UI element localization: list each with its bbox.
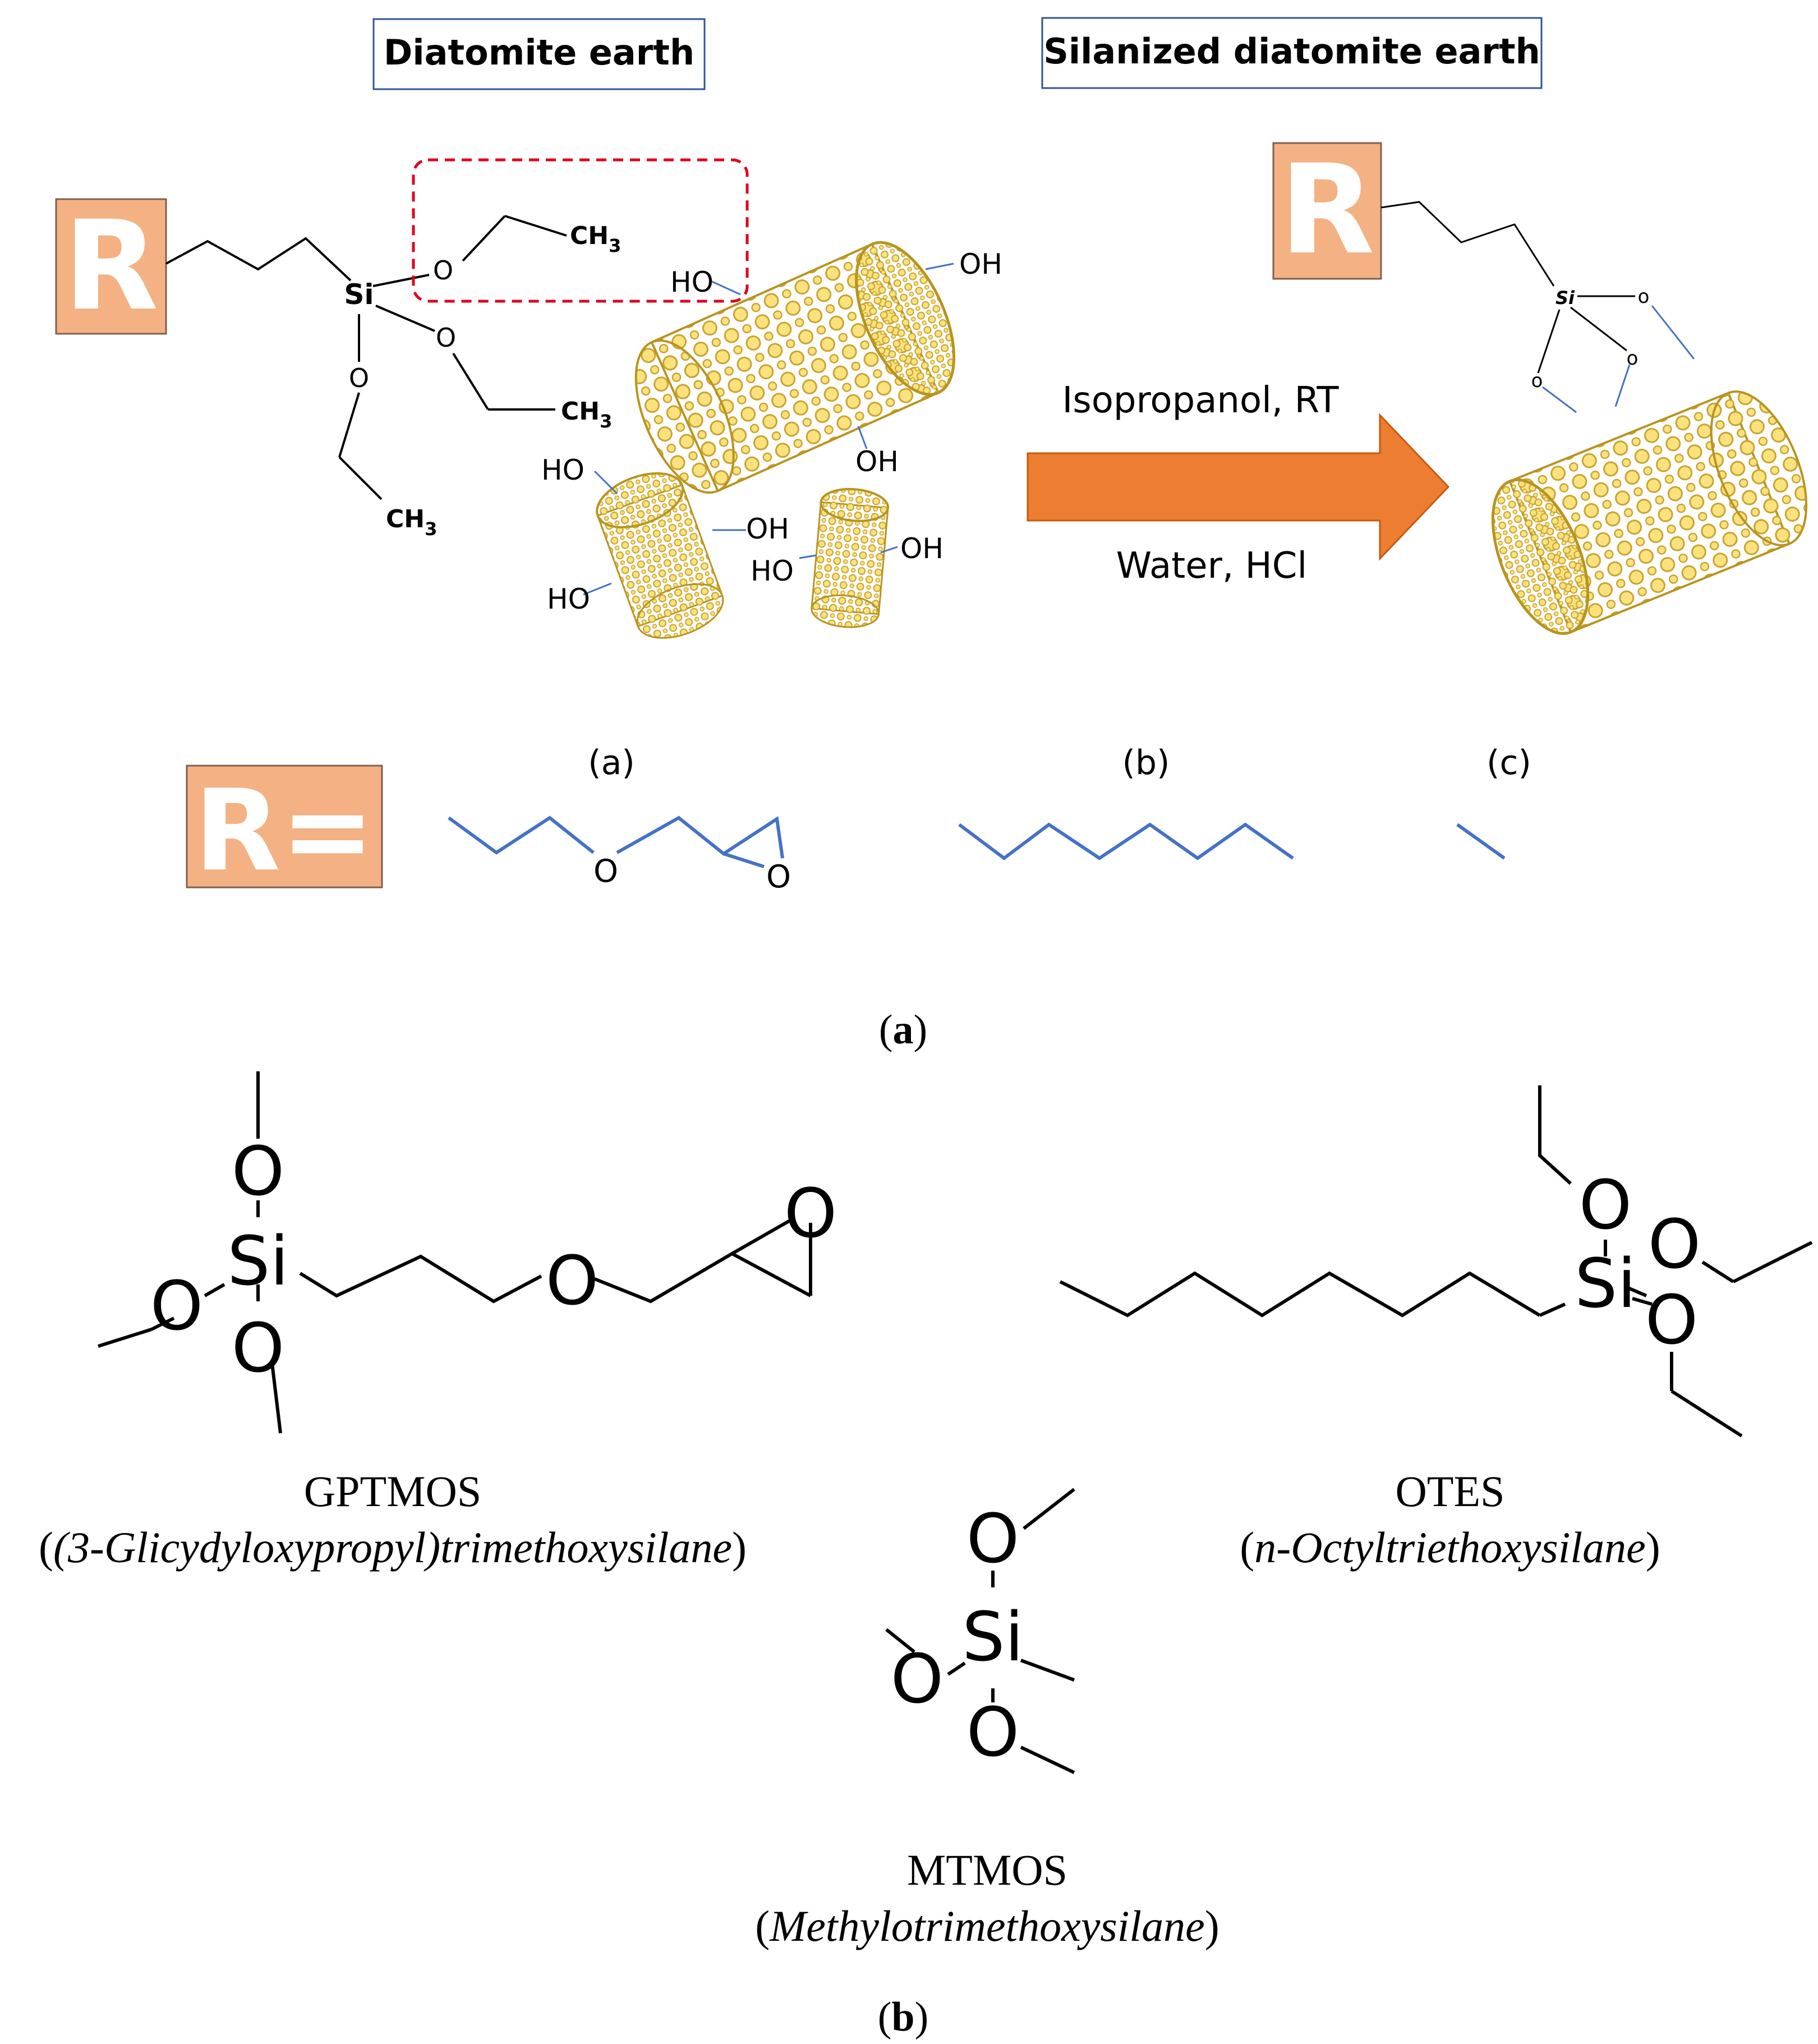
- r-group-box: [55, 198, 167, 335]
- gptmos-epoxide-oxygen: O: [784, 1175, 837, 1253]
- mtmos-full-name: (Methylotrimethoxysilane): [755, 1902, 1219, 1950]
- mtmos-oxygen-left: O: [891, 1641, 943, 1719]
- r-symbol: R: [63, 194, 158, 338]
- otes-name: OTES: [1396, 1467, 1505, 1516]
- gptmos-si: Si: [227, 1223, 289, 1301]
- svg-text:CH3: CH3: [386, 505, 437, 540]
- r-equals-box: [186, 765, 383, 889]
- gptmos-oxygen-top: O: [232, 1133, 284, 1211]
- chain-a-ether-oxygen: O: [593, 853, 618, 890]
- otes-structure: O Si O O OTES (n-Octyltriethoxysilane): [1059, 1085, 1813, 1572]
- diatomite-earth-box: Diatomite earth: [372, 18, 706, 90]
- option-c-label: (c): [1486, 743, 1531, 782]
- left-silane-bonds: [165, 215, 567, 500]
- silanized-product: R Si o o o: [1272, 138, 1808, 635]
- diatom-cylinder-small: [811, 487, 890, 628]
- condition-water-acid: Water, HCl: [1116, 545, 1307, 587]
- gptmos-name: GPTMOS: [304, 1467, 481, 1516]
- mtmos-structure: O Si O O MTMOS (Methylotrimethoxysilane): [755, 1488, 1219, 1950]
- mtmos-si: Si: [962, 1599, 1024, 1677]
- hydroxyl-label: OH: [746, 513, 789, 545]
- oxygen-atom: O: [349, 363, 369, 393]
- hydroxyl-label: HO: [670, 266, 714, 298]
- diatom-cylinder-product: [1491, 390, 1808, 635]
- mtmos-oxygen-bottom: O: [966, 1694, 1019, 1772]
- left-silane-molecule: R Si O O O CH3 CH3: [55, 158, 749, 540]
- methyl-group: CH3: [561, 397, 612, 432]
- gptmos-structure: O Si O O O O GPTMOS ((3-Glicydyloxypropy…: [39, 1071, 837, 1572]
- hydroxyl-label: HO: [751, 555, 794, 587]
- si-atom: Si: [344, 278, 374, 311]
- hydroxyl-label: OH: [959, 248, 1002, 280]
- condition-solvent-temp: Isopropanol, RT: [1062, 380, 1340, 421]
- octyl-chain-b: [958, 822, 1294, 860]
- panel-b-caption: (b): [878, 1994, 928, 2040]
- mtmos-bonds: [885, 1488, 1075, 1774]
- gptmos-full-name: ((3-Glicydyloxypropyl)trimethoxysilane): [39, 1523, 747, 1572]
- panel-a-caption: (a): [879, 1007, 927, 1053]
- methyl-group: CH3: [570, 222, 621, 256]
- diatom-cylinder-medium: [596, 472, 724, 639]
- r-group-legend: R= (a) (b) (c) O O: [186, 743, 1531, 896]
- panel-a: Diatomite earth Silanized diatomite eart…: [55, 17, 1808, 1053]
- oxygen-atom-small: o: [1531, 370, 1543, 392]
- gptmos-oxygen-bottom: O: [232, 1310, 284, 1388]
- mtmos-oxygen-top: O: [966, 1500, 1019, 1578]
- diatomite-earth-label: Diatomite earth: [384, 32, 694, 73]
- surface-bonds: [1542, 305, 1695, 413]
- hydroxyl-label: HO: [541, 454, 584, 486]
- silanized-bonds: [1380, 201, 1635, 374]
- oxygen-atom-small: o: [1627, 347, 1638, 370]
- gptmos-ether-oxygen: O: [546, 1242, 599, 1320]
- silanized-diatomite-earth-label: Silanized diatomite earth: [1043, 31, 1540, 72]
- hydroxyl-bonds: [583, 263, 954, 596]
- otes-oxygen-top: O: [1579, 1167, 1632, 1245]
- chain-a-epoxide-oxygen: O: [766, 859, 791, 895]
- mtmos-name: MTMOS: [907, 1845, 1067, 1894]
- otes-si: Si: [1575, 1245, 1636, 1323]
- hydroxyl-label: HO: [547, 583, 590, 615]
- methyl-c: [1456, 823, 1506, 860]
- gptmos-bonds: [98, 1071, 812, 1434]
- glycidyl-chain-a: [448, 816, 784, 868]
- otes-oxygen-bottom: O: [1645, 1282, 1698, 1360]
- panel-b: O Si O O O O GPTMOS ((3-Glicydyloxypropy…: [39, 1071, 1813, 2040]
- r-group-box: [1272, 142, 1382, 280]
- otes-full-name: (n-Octyltriethoxysilane): [1240, 1523, 1660, 1572]
- otes-bonds: [1059, 1085, 1813, 1438]
- otes-oxygen-right: O: [1648, 1206, 1701, 1284]
- si-atom-small: Si: [1555, 287, 1575, 309]
- option-b-label: (b): [1122, 743, 1170, 782]
- diatomite-particles: HO OH OH HO OH HO HO OH: [541, 241, 1002, 639]
- reaction-arrow: Isopropanol, RT Water, HCl: [1027, 380, 1450, 587]
- r-equals-label: R=: [194, 766, 375, 896]
- option-a-label: (a): [588, 743, 635, 782]
- svg-text:CH3: CH3: [561, 397, 612, 432]
- diatom-cylinder-large: [634, 241, 956, 494]
- hydrolysis-site-dashed-box: [412, 158, 749, 303]
- hydroxyl-label: OH: [855, 445, 899, 478]
- oxygen-atom: O: [433, 255, 453, 286]
- oxygen-atom-small: o: [1638, 286, 1650, 308]
- gptmos-oxygen-left: O: [150, 1268, 203, 1346]
- methyl-group: CH3: [386, 505, 437, 540]
- silanized-diatomite-earth-box: Silanized diatomite earth: [1041, 17, 1543, 89]
- svg-text:CH3: CH3: [570, 222, 621, 256]
- r-symbol: R: [1279, 138, 1374, 282]
- oxygen-atom: O: [436, 323, 456, 353]
- hydroxyl-label: OH: [900, 532, 943, 565]
